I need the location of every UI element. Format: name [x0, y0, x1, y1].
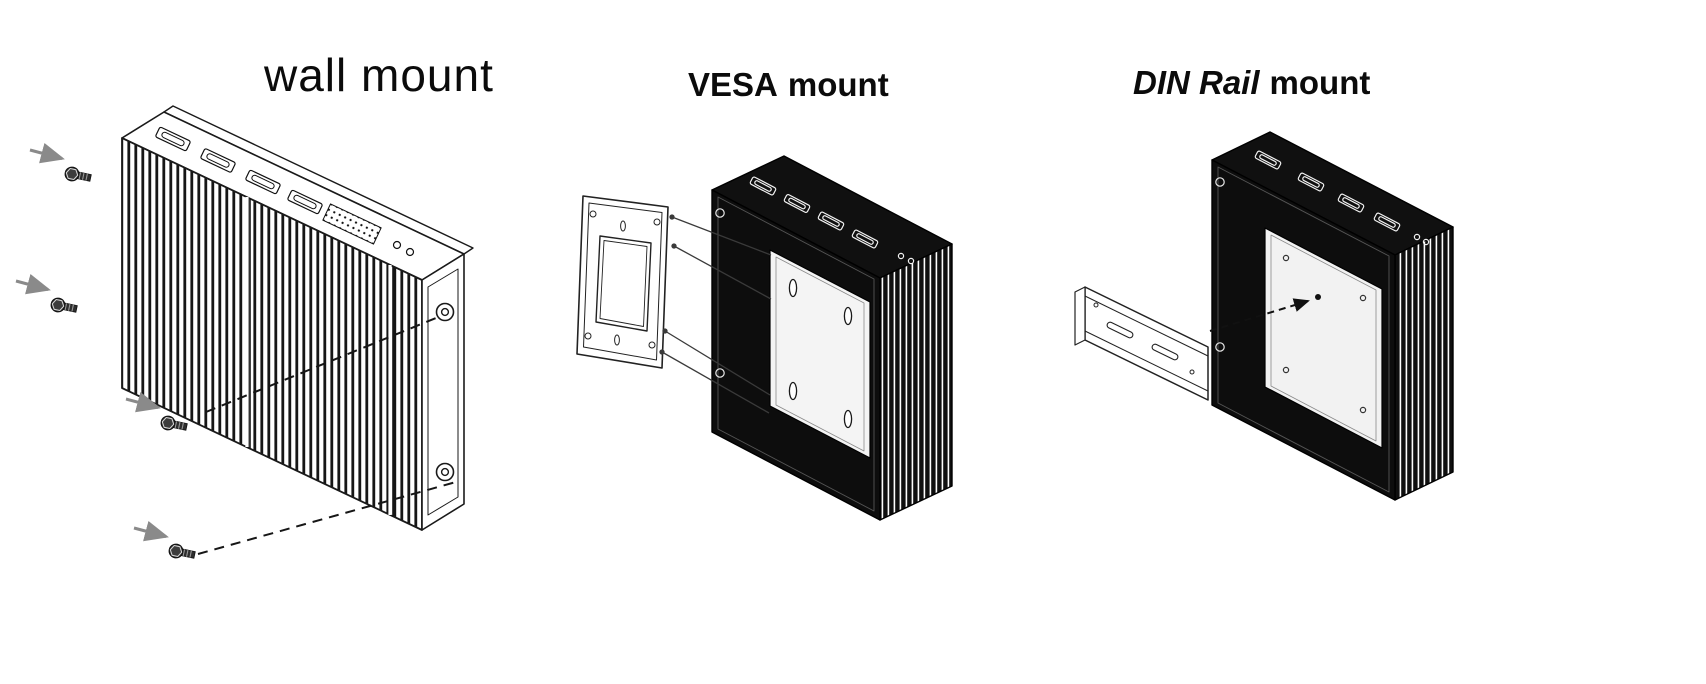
plate-cutout-inset [599, 240, 648, 327]
plate-keyhole-slot [614, 334, 620, 346]
plate-corner-hole [584, 332, 592, 340]
rail-top-lip [1084, 295, 1209, 357]
din-recess-inset [1270, 234, 1377, 442]
insert-arrow [29, 142, 65, 164]
din-attach-point [1315, 294, 1321, 300]
top-port-hole [897, 252, 905, 260]
wall-mount-title: wall mount [264, 49, 494, 101]
dsub-connector [1297, 172, 1325, 192]
din-device [1211, 131, 1454, 501]
rail-hole [1093, 302, 1099, 308]
vesa-mount-illustration [576, 155, 953, 521]
dsub-connector [783, 194, 811, 213]
vesa-recess-plate [769, 249, 871, 459]
rail-slot [1106, 321, 1134, 339]
vesa-adapter-plate [576, 195, 669, 369]
top-button-hole [392, 240, 402, 250]
recess-screw-holes [1282, 254, 1367, 414]
flange-hole [1215, 177, 1225, 187]
plate-cutout [595, 235, 652, 332]
mounting-hole-bottom-inner [440, 467, 450, 477]
dsub-connector [1337, 193, 1365, 213]
screw-guide-lines [197, 317, 457, 555]
insert-arrow [15, 273, 51, 295]
din-rail [1074, 286, 1209, 401]
flange-hole [715, 208, 725, 218]
din-recess-plate [1264, 227, 1383, 449]
din-attach-arrow [1209, 298, 1310, 332]
dsub-connector [200, 148, 236, 173]
rail-hole [1189, 369, 1195, 375]
plate-corner-hole [589, 210, 597, 218]
flange-hole [715, 368, 725, 378]
plate-corner-hole [653, 218, 661, 226]
rail-end-cap [1074, 286, 1086, 346]
mounting-hole-top [435, 302, 455, 322]
wall-mount-illustration [15, 105, 474, 563]
vent-grid [322, 203, 382, 245]
top-io-connectors [155, 126, 415, 257]
plate-keyhole-slot [620, 220, 626, 232]
dsub-connector [155, 126, 191, 152]
top-button-hole [405, 247, 415, 257]
rail-slot [1151, 343, 1179, 361]
top-port-hole [1422, 238, 1430, 246]
plate-corner-hole [648, 341, 656, 349]
wall-unit [121, 105, 474, 555]
insert-arrow [133, 520, 169, 542]
back-panel-inset [1217, 166, 1390, 493]
back-panel-inset [717, 196, 875, 512]
vesa-title-brand: VESA [688, 66, 778, 103]
wall-mount-screws [15, 142, 197, 563]
vesa-recess-inset [775, 256, 865, 452]
rail-bottom-lip [1084, 330, 1209, 392]
top-port-hole [907, 257, 915, 265]
din-title-brand: DIN Rail [1133, 64, 1260, 101]
mounting-hole-top-inner [440, 307, 450, 317]
top-io-connectors [749, 176, 915, 265]
end-cap-inset [427, 268, 459, 516]
flange-hole [1215, 342, 1225, 352]
din-title-rest: mount [1269, 64, 1371, 101]
dsub-connector [1373, 212, 1401, 232]
dsub-connector [245, 169, 281, 195]
device-side-fins [879, 243, 953, 521]
dsub-connector [749, 176, 777, 196]
screw-icon [167, 542, 197, 563]
din-rail-mount-illustration [1074, 131, 1454, 501]
mounting-hole-bottom [435, 462, 455, 482]
dsub-connector [851, 229, 879, 249]
rail-body [1084, 286, 1209, 401]
top-port-hole [1413, 233, 1421, 241]
top-io-connectors [1254, 150, 1430, 246]
vesa-title-rest: mount [787, 66, 889, 103]
screw-icon [63, 165, 93, 186]
device-side-fins [1394, 226, 1454, 501]
vesa-guide-screws [659, 214, 772, 414]
plate-outer-inset [583, 202, 663, 361]
dsub-connector [817, 211, 845, 231]
screw-icon [49, 296, 79, 317]
dsub-connector [1254, 150, 1282, 170]
insert-arrow [125, 391, 161, 413]
dsub-connector [287, 189, 323, 215]
end-cap [421, 253, 465, 531]
vesa-device [711, 155, 953, 521]
vesa-slot-holes [788, 278, 853, 429]
